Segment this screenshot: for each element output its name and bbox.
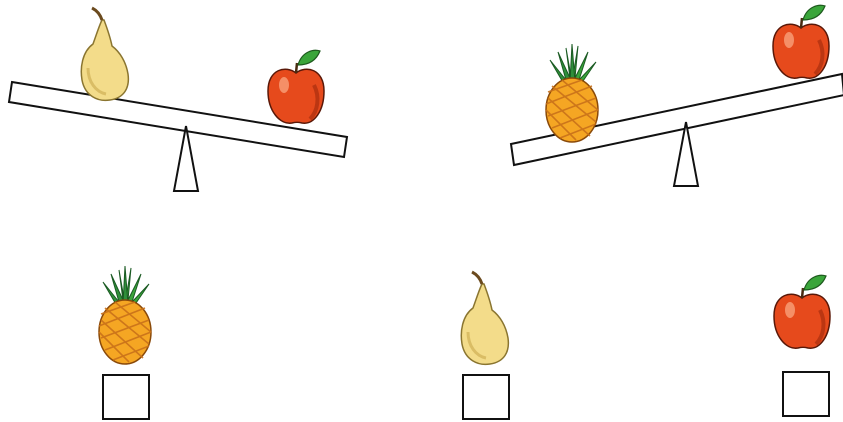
seesaw-fulcrum-left xyxy=(174,126,198,191)
answer-box-pear[interactable] xyxy=(462,374,510,420)
pear-icon xyxy=(81,8,128,100)
pineapple-icon xyxy=(99,266,151,364)
apple-icon xyxy=(774,275,830,348)
pineapple-icon xyxy=(546,44,598,142)
balance-scene-left xyxy=(9,8,347,191)
answer-box-pineapple[interactable] xyxy=(102,374,150,420)
answer-box-apple[interactable] xyxy=(782,371,830,417)
pear-icon xyxy=(461,272,508,364)
apple-icon xyxy=(773,5,829,78)
answer-row xyxy=(99,266,830,364)
balance-scene-right xyxy=(511,5,843,186)
seesaw-fulcrum-right xyxy=(674,122,698,186)
apple-icon xyxy=(268,50,324,123)
